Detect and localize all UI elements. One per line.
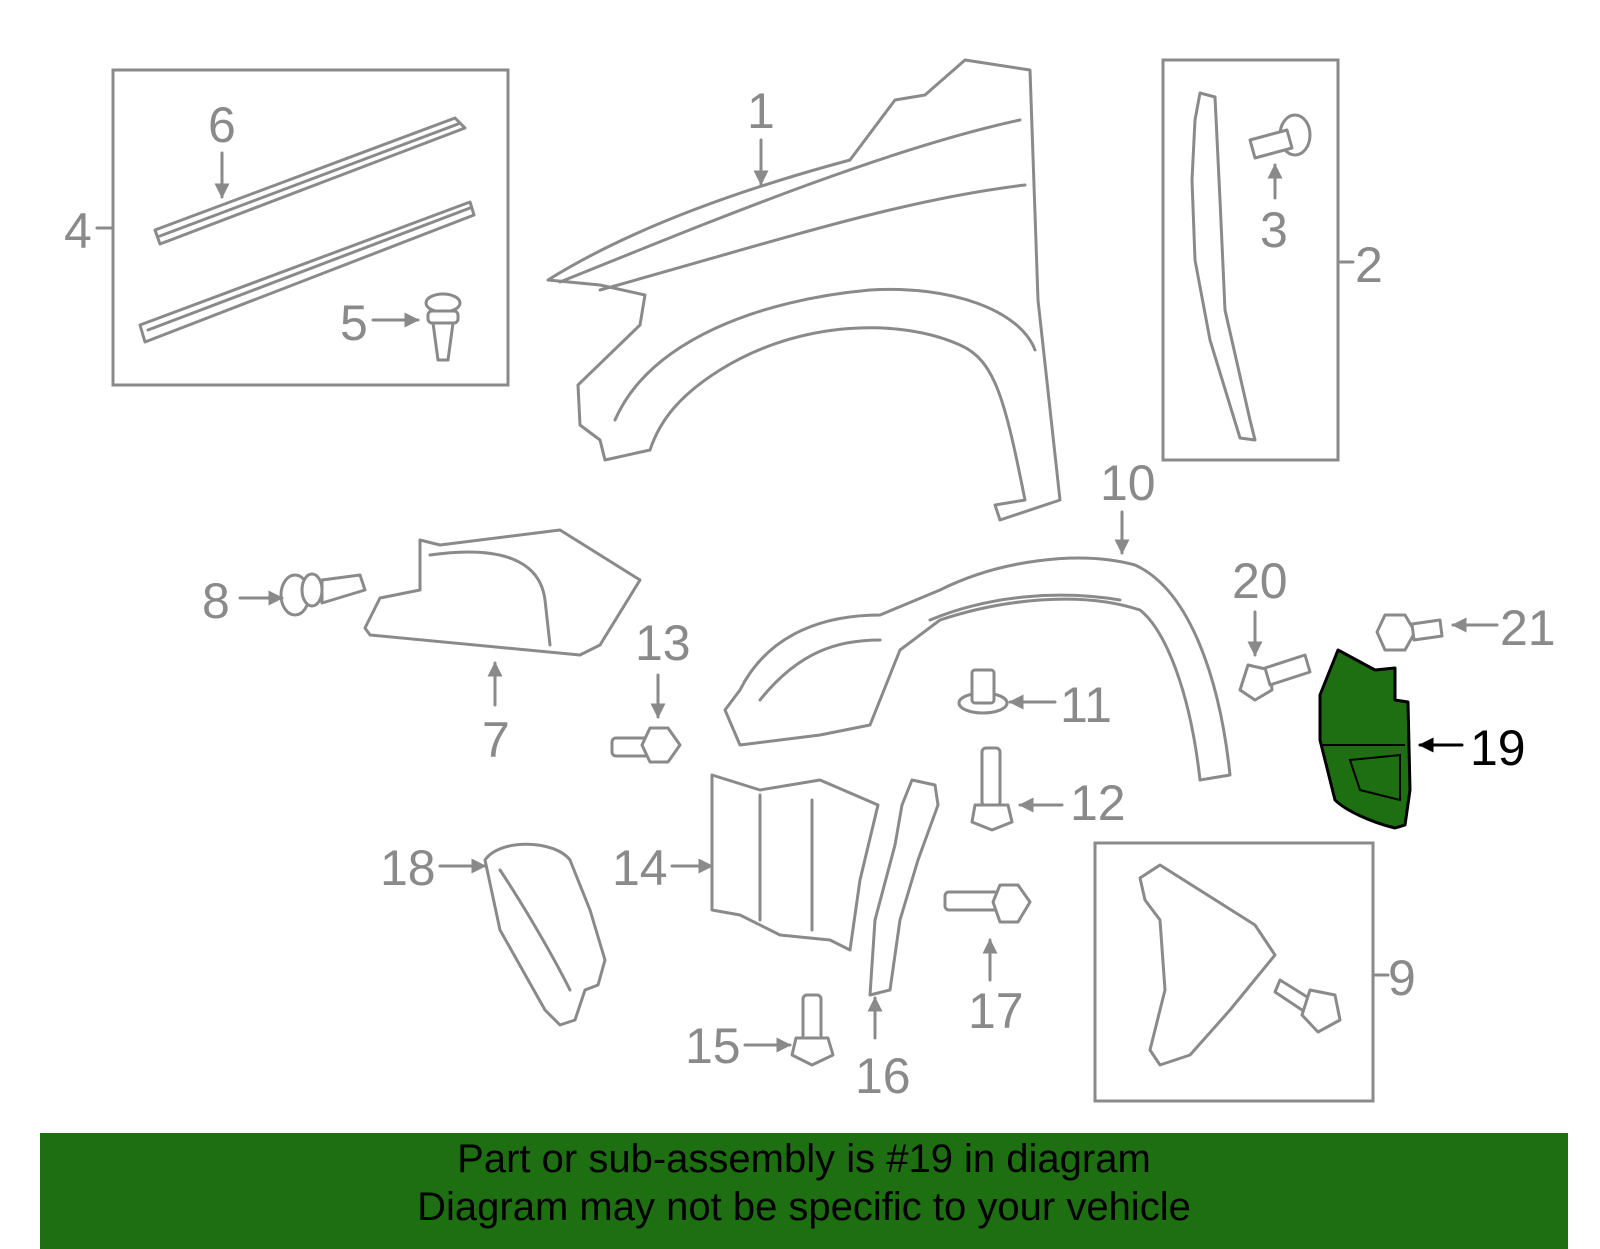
callout-16: 16 — [855, 1048, 911, 1104]
callout-13: 13 — [635, 615, 691, 671]
part-9-bolt — [1273, 978, 1342, 1034]
callout-18: 18 — [380, 840, 436, 896]
group-box-2 — [1161, 58, 1340, 462]
part-20-bolt — [1238, 653, 1312, 702]
part-5-clip — [424, 292, 462, 362]
callout-7: 7 — [482, 712, 510, 768]
part-7-bracket — [363, 528, 642, 657]
part-14-shield — [710, 773, 880, 952]
part-12-bolt — [970, 746, 1014, 832]
callout-6: 6 — [208, 97, 236, 153]
part-11-nut — [957, 668, 1009, 715]
callout-14: 14 — [612, 840, 668, 896]
part-13-bolt — [610, 726, 682, 764]
callout-21: 21 — [1500, 600, 1556, 656]
callout-20: 20 — [1232, 553, 1288, 609]
part-2-seal — [1190, 91, 1257, 442]
banner-line-2: Diagram may not be specific to your vehi… — [417, 1185, 1191, 1229]
banner-line-1: Part or sub-assembly is #19 in diagram — [457, 1137, 1151, 1181]
callout-4: 4 — [64, 203, 92, 259]
callout-5: 5 — [340, 295, 368, 351]
part-3-bolt — [1248, 113, 1312, 160]
callout-8: 8 — [202, 573, 230, 629]
part-15-bolt — [790, 993, 835, 1067]
group-box-9 — [1093, 841, 1375, 1103]
part-9-bracket — [1138, 863, 1277, 1067]
part-17-bolt — [943, 883, 1032, 924]
callout-15: 15 — [685, 1018, 741, 1074]
part-16-strip — [868, 778, 940, 997]
callout-3: 3 — [1260, 202, 1288, 258]
part-10-liner — [723, 556, 1232, 782]
callout-11: 11 — [1060, 677, 1112, 733]
callout-17: 17 — [968, 983, 1024, 1039]
part-18-bracket — [483, 842, 607, 1027]
callout-10: 10 — [1100, 455, 1156, 511]
part-8-clip — [279, 572, 367, 617]
callout-12: 12 — [1070, 775, 1126, 831]
callout-2: 2 — [1355, 237, 1383, 293]
callout-1: 1 — [747, 83, 775, 139]
callout-9: 9 — [1388, 950, 1416, 1006]
info-banner: Part or sub-assembly is #19 in diagram D… — [40, 1133, 1568, 1249]
part-19-mud-flap — [1318, 648, 1412, 830]
part-6-rail — [153, 116, 467, 246]
part-4-rail — [138, 200, 476, 344]
part-1-fender — [546, 58, 1062, 522]
part-21-bolt — [1375, 613, 1444, 652]
callout-19: 19 — [1470, 720, 1526, 776]
